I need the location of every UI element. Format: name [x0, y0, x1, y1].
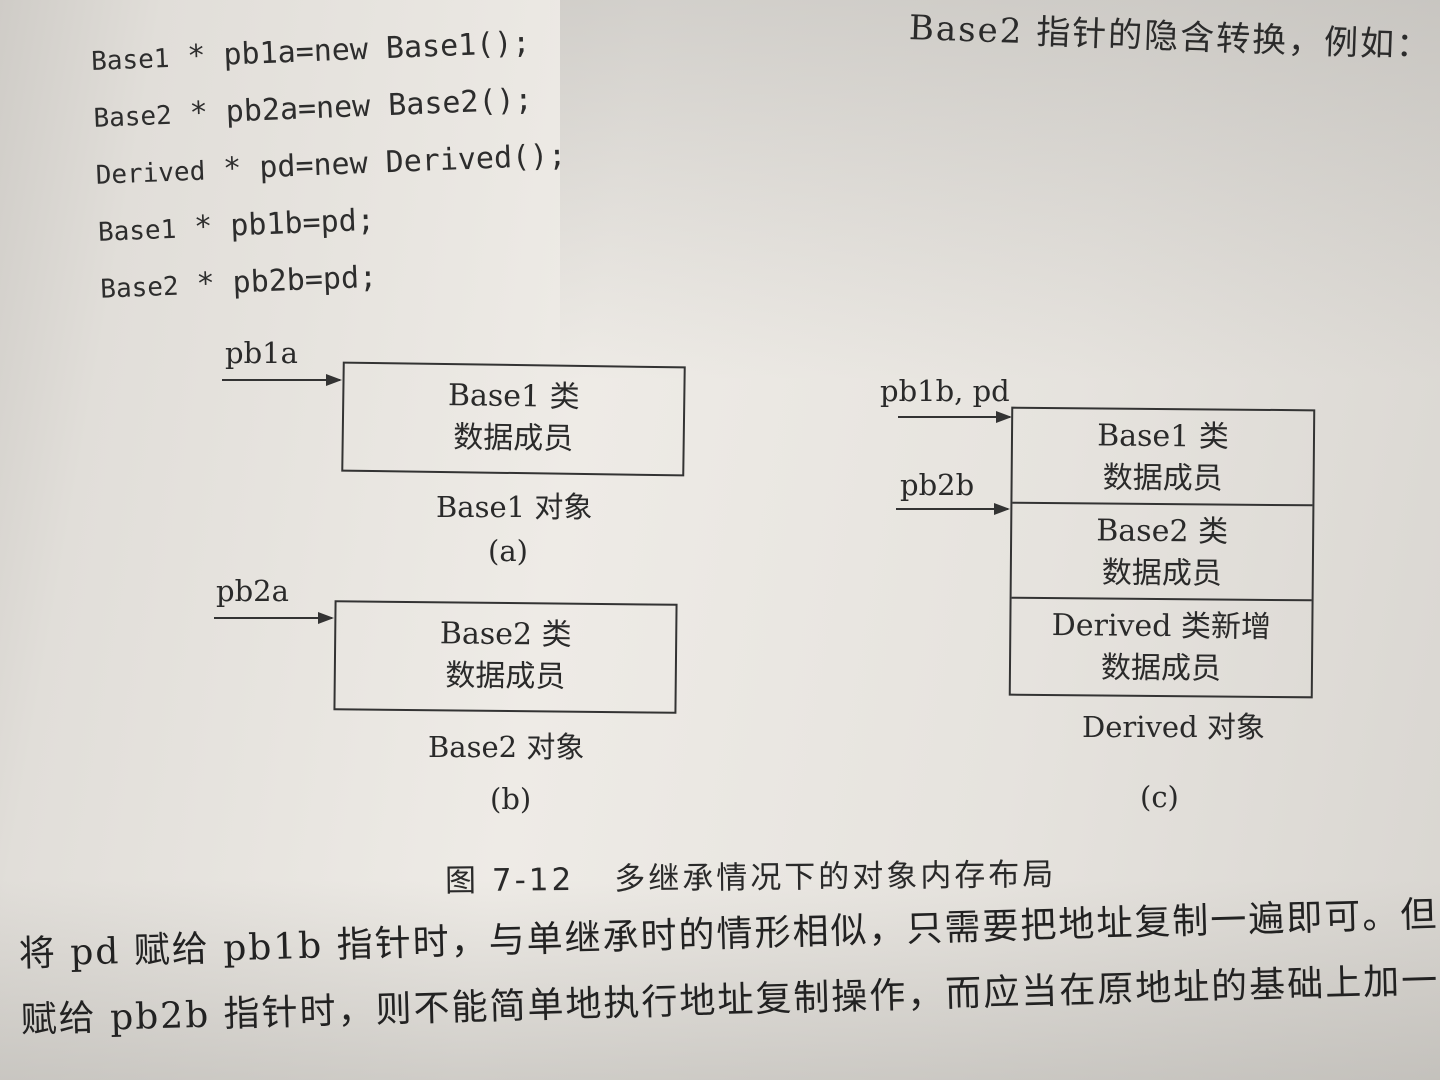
figure-number: 图 7-12 — [444, 861, 575, 900]
pointer-arrow — [214, 612, 334, 624]
pointer-arrow — [222, 374, 342, 386]
page-shadow — [560, 0, 1440, 380]
pointer-arrow — [898, 411, 1012, 423]
pointer-label-pb2a: pb2a — [216, 574, 289, 608]
derived-cell-base1: Base1 类 数据成员 — [1012, 408, 1314, 507]
page-shadow-bottom — [0, 880, 1440, 1080]
object-label-base1: Base1 对象 — [436, 490, 593, 524]
object-label-base2: Base2 对象 — [428, 730, 585, 764]
figure-title: 多继承情况下的对象内存布局 — [614, 856, 1057, 898]
pointer-arrow — [896, 503, 1010, 515]
panel-label-c: (c) — [1140, 780, 1179, 814]
pointer-label-pb1b-pd: pb1b, pd — [880, 374, 1010, 408]
derived-cell-new: Derived 类新增 数据成员 — [1051, 608, 1272, 687]
object-label-derived: Derived 对象 — [1082, 710, 1265, 744]
pointer-label-pb1a: pb1a — [225, 336, 298, 370]
panel-label-a: (a) — [488, 534, 528, 568]
base2-object-box: Base2 类 数据成员 — [333, 600, 678, 714]
derived-cell-base2: Base2 类 数据成员 — [1011, 503, 1313, 602]
derived-object-box: Base1 类 数据成员 Base2 类 数据成员 Derived 类新增 数据… — [1008, 406, 1316, 699]
pointer-label-pb2b: pb2b — [900, 468, 975, 502]
figure-caption: 图 7-12 多继承情况下的对象内存布局 — [445, 849, 1057, 900]
base1-object-box: Base1 类 数据成员 — [341, 361, 686, 477]
panel-label-b: (b) — [490, 782, 532, 816]
